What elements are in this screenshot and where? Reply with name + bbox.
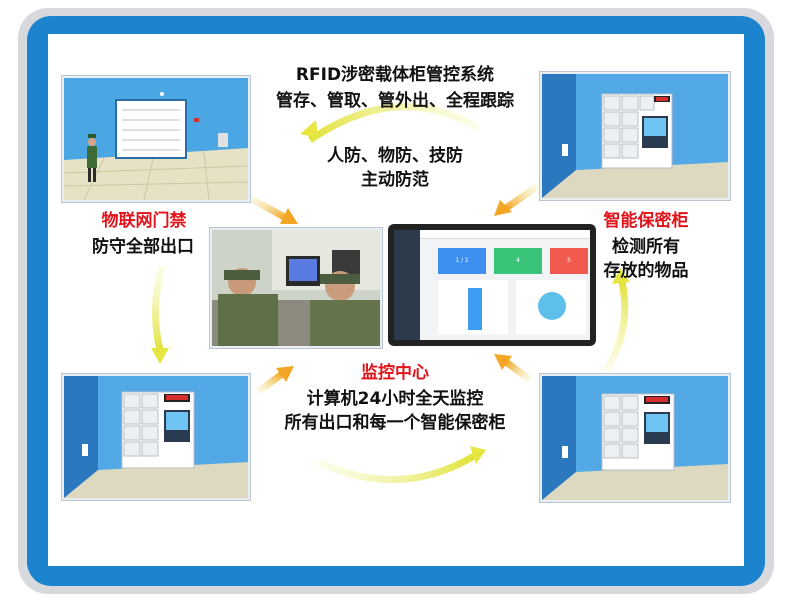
diag-arrow-bottom-right [503, 359, 533, 383]
bottom-arrow-head [470, 446, 486, 464]
access-control-heading: 物联网门禁 [101, 211, 187, 231]
smart-cabinet-desc2: 存放的物品 [603, 261, 689, 281]
monitoring-center-heading: 监控中心 [361, 363, 429, 383]
left-curve-arrow [152, 265, 166, 351]
cabinet-photo-bottom-left [62, 374, 250, 500]
system-subtitle: 管存、管取、管外出、全程跟踪 [276, 91, 514, 111]
defense-line1: 人防、物防、技防 [327, 146, 463, 166]
access-gate-illustration [64, 78, 248, 200]
cabinet-illustration [542, 74, 728, 198]
access-control-desc: 防守全部出口 [92, 237, 194, 257]
cabinet-illustration-right [542, 376, 728, 500]
diag-arrow-bottom-left [255, 371, 285, 395]
diag-arrow-top-right-head [494, 200, 512, 216]
monitoring-center-desc2: 所有出口和每一个智能保密柜 [284, 413, 506, 433]
dashboard-topbar [420, 230, 590, 239]
dashboard-pie [538, 292, 566, 320]
diag-arrow-bottom-right-head [494, 354, 512, 370]
top-arrow-head [300, 120, 318, 138]
dashboard-card-green: 4 [494, 248, 542, 274]
cabinet-illustration-left [64, 376, 248, 498]
left-arrow-head [151, 348, 169, 364]
smart-cabinet-desc1: 检测所有 [612, 237, 680, 257]
smart-cabinet-heading: 智能保密柜 [603, 211, 689, 231]
diag-arrow-top-left [248, 194, 288, 222]
monitoring-room-photo [210, 228, 382, 348]
defense-line2: 主动防范 [361, 170, 429, 190]
dashboard-pie-panel [516, 280, 586, 334]
dashboard-display: 1 / 1 4 5 [394, 230, 590, 340]
system-title: RFID涉密载体柜管控系统 [295, 65, 495, 85]
right-curve-arrow [603, 281, 629, 372]
monitoring-center-desc1: 计算机24小时全天监控 [306, 389, 484, 409]
right-arrow-head [612, 268, 630, 284]
cabinet-photo-bottom-right [540, 374, 730, 502]
bottom-curve-arrow [316, 452, 476, 484]
dashboard-bar [468, 288, 482, 330]
dashboard-sidebar [394, 230, 420, 340]
diag-arrow-top-right [504, 183, 540, 211]
access-gate-photo [62, 76, 250, 202]
dashboard-bar-panel [438, 280, 508, 334]
dashboard-card-red: 5 [550, 248, 588, 274]
diag-arrow-bottom-left-head [276, 366, 294, 382]
monitoring-room-illustration [212, 230, 380, 346]
cabinet-photo-top-right [540, 72, 730, 200]
top-curve-arrow [308, 103, 480, 143]
diag-arrow-top-left-head [280, 208, 298, 224]
dashboard-screen: 1 / 1 4 5 [388, 224, 596, 346]
dashboard-card-blue: 1 / 1 [438, 248, 486, 274]
